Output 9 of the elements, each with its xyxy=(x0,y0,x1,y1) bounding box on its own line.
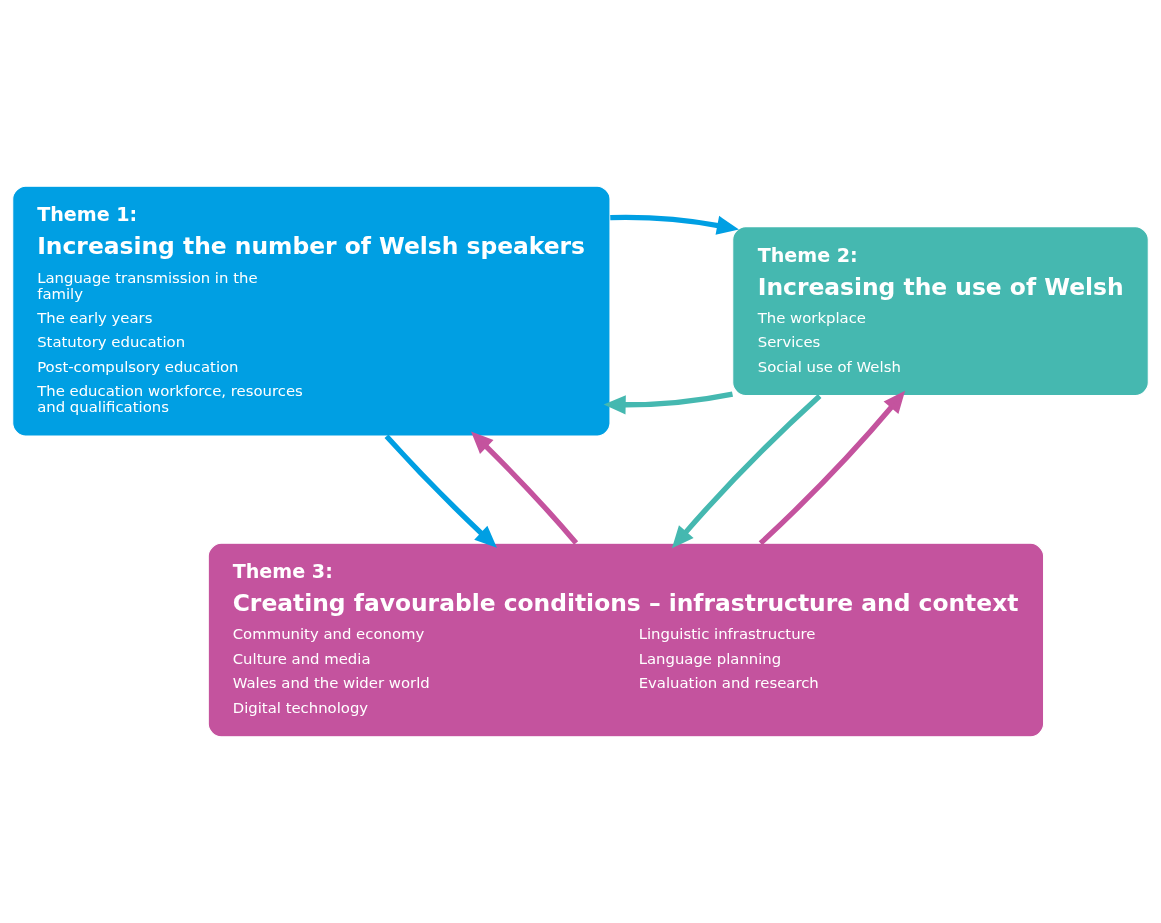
arrow xyxy=(610,214,739,235)
arrow xyxy=(384,434,497,548)
node-box: Theme 1: Increasing the number of Welsh speakers Language transmission in the family The early years Statutory education Post-compulsory education The education workforce, resources and qualifications xyxy=(12,185,611,437)
node-box: Theme 3: Creating favourable conditions – infrastructure and context Community and economy Linguistic infrastructure Culture and media Language planning Wales and the wider world Evaluation and research Digital technology xyxy=(207,542,1045,738)
arrow xyxy=(758,390,906,546)
node-box: Theme 2: Increasing the use of Welsh The workplace Services Social use of Welsh xyxy=(732,226,1149,397)
arrow xyxy=(671,393,822,549)
arrow xyxy=(603,391,733,415)
arrow xyxy=(471,431,579,545)
